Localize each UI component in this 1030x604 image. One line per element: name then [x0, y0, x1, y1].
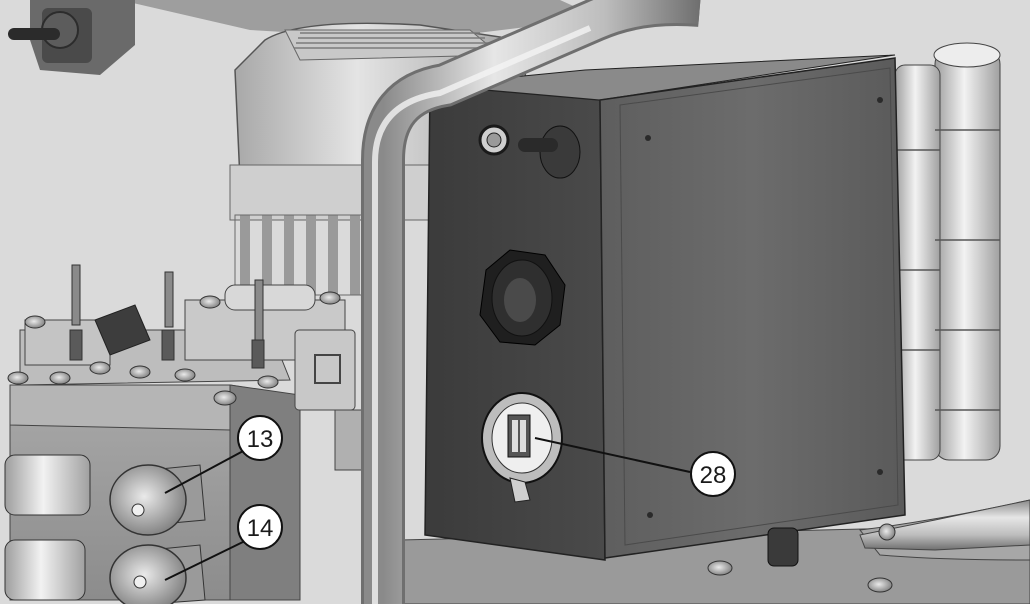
valve-block: [4, 264, 376, 604]
roll-bar: [361, 0, 701, 604]
callout-28-label: 28: [700, 462, 727, 489]
clamp-handle: [859, 499, 1030, 551]
callout-14: 14: [237, 504, 283, 550]
cable-gland: [479, 249, 566, 346]
callout-28: 28: [690, 451, 736, 497]
filter-cylinders: [894, 42, 1001, 461]
leader-13: [164, 449, 246, 494]
toggle-switch: [518, 125, 581, 179]
callout-13: 13: [237, 415, 283, 461]
leader-28: [534, 437, 691, 473]
electrical-box: [424, 54, 906, 567]
socket-28: [481, 392, 563, 503]
callout-14-label: 14: [247, 515, 274, 542]
callout-13-label: 13: [247, 426, 274, 453]
leader-14: [164, 539, 248, 581]
port-14-plug: [109, 544, 206, 604]
top-left-toggle-switch: [8, 0, 135, 75]
